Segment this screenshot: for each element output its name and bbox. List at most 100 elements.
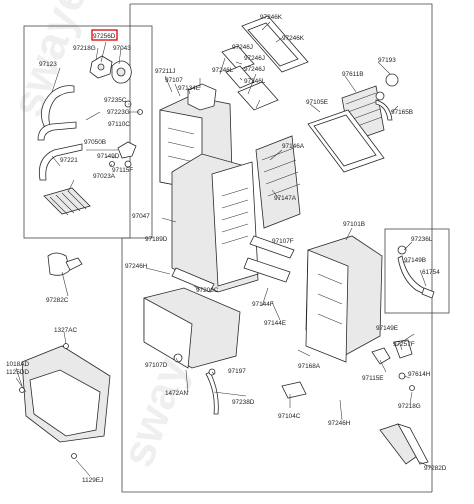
part-label: 1327AC [54,327,77,334]
gasket-seal [243,257,291,283]
part-label: 97144E [264,320,286,327]
part-label: 97110C [108,121,130,128]
small-part [173,353,183,363]
part-label: 97107D [145,362,168,369]
hvac-case-vents [221,187,249,245]
part-label-highlighted: 97256D [93,33,116,40]
leader-lines [15,21,433,477]
hvac-case-face [211,161,259,287]
inset-frame-left [23,25,153,239]
part-label: 97189D [145,236,168,243]
bracket-frame [313,114,377,167]
actuator-part [97,63,105,71]
part-label: 97246J [244,55,265,62]
part-label: 97206C [196,287,219,294]
gasket-seal [281,381,307,399]
outline-frame [130,3,433,492]
part-label: 97282D [424,465,447,472]
part-label: 1129EJ [82,477,103,484]
evaporator-fins [261,147,301,197]
bolt-part [19,387,25,393]
part-label: 97147A [274,195,297,202]
gasket-seal [221,45,255,71]
actuator-part [371,347,391,365]
part-label: 61754 [422,269,440,276]
valve-part [375,91,385,101]
part-labels: 97246K 97246J 97246J 97246J 97246L 97246… [6,14,447,484]
part-label: 97168A [298,363,321,370]
dashboard-assembly-face [29,369,101,437]
bolt-part [63,343,69,349]
part-label: 97246H [328,420,351,427]
cabin-filter [43,187,91,215]
duct-hose [38,143,83,181]
part-label: 97107 [165,77,183,84]
part-label: 97149B [404,257,426,264]
gasket-seal [249,235,295,259]
part-label: 97165B [391,109,413,116]
hvac-case-face [305,249,349,363]
part-label: 97282C [46,297,69,304]
highlight-box [91,29,118,41]
part-label: 97211J [155,68,176,75]
blower-outlet [187,83,217,111]
heater-core-fins [345,92,383,129]
small-part [409,385,415,391]
part-label: 1472AN [165,390,188,397]
evaporator [255,135,301,229]
part-label: 97246H [125,263,148,270]
gasket-seal [237,81,279,111]
part-label: 97257F [393,341,415,348]
part-label: 97115E [362,375,384,382]
part-label: 97050B [84,139,106,146]
part-label: 97144F [252,301,274,308]
part-label: 97115F [112,167,133,174]
part-label: 97246J [244,66,265,73]
part-label: 97246K [282,35,305,42]
part-label: 97246K [260,14,283,21]
part-label: 97149E [376,325,398,332]
bolt-part [71,453,77,459]
gasket-seal [171,267,215,293]
part-label: 97238D [232,399,255,406]
part-label: 97197 [228,368,246,375]
part-label: 1125DD [6,369,29,376]
clamp-part [397,245,407,255]
part-label: 97193 [378,57,396,64]
part-label: 1018AD [6,361,29,368]
part-label: 97235C [104,97,127,104]
part-label: 97611B [342,71,364,78]
valve-part [385,73,399,87]
sensor-part [65,257,83,271]
part-label: 97218G [73,45,96,52]
part-label: 97105E [306,99,328,106]
part-label: 97218G [398,403,421,410]
air-duct [397,423,429,465]
gasket-seal [225,65,255,89]
part-label: 97047 [132,213,150,220]
lever-part [117,141,137,159]
part-label: 97246J [232,44,253,51]
part-label: 97146A [282,143,305,150]
clamp-part [421,287,435,299]
duct-hose [37,121,77,141]
inset-frame-right [384,228,450,314]
part-label: 97246L [244,78,266,85]
small-part [398,372,406,380]
part-label: 97223G [107,109,130,116]
part-label: 97246L [212,67,234,74]
part-label: 97043 [113,45,131,52]
part-label: 97101B [343,221,365,228]
drain-hose [205,371,219,415]
part-label: 97123 [39,61,57,68]
part-label: 97149D [97,153,120,160]
pipe-part [375,99,393,121]
part-label: 97614H [408,371,431,378]
part-label: 97107F [272,238,294,245]
gasket-seal [247,22,299,67]
part-label: 97134E [178,85,200,92]
part-label: 97023A [93,173,116,180]
part-label: 97221 [60,157,78,164]
small-part [124,160,132,168]
lower-case-face [143,297,193,369]
